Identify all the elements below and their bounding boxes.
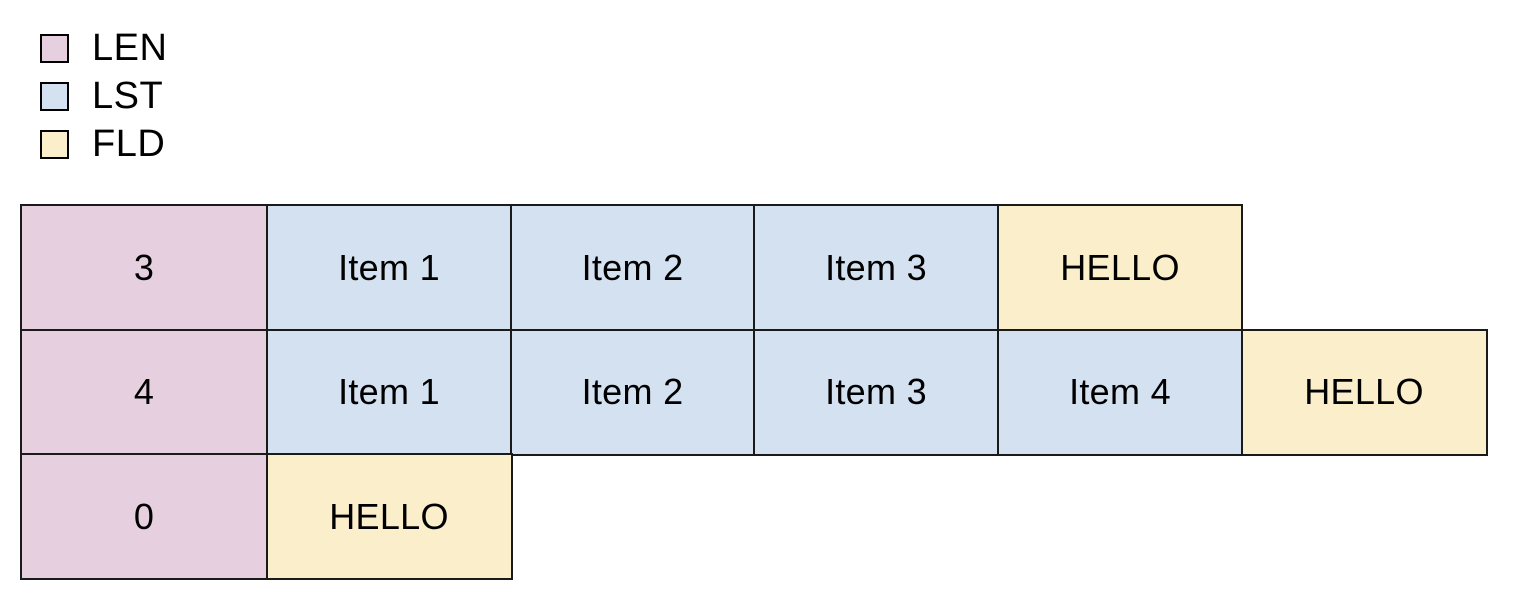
- table-cell-len: 4: [20, 328, 268, 456]
- color-swatch-icon: [40, 129, 69, 159]
- table-cell-lst: Item 2: [510, 204, 755, 331]
- table-cell-lst: Item 2: [510, 328, 755, 456]
- legend-item-len: LEN: [40, 24, 440, 72]
- table-cell-fld: HELLO: [997, 204, 1243, 331]
- table-cell-lst: Item 3: [752, 204, 1000, 331]
- table-cell-lst: Item 1: [265, 328, 513, 456]
- legend-item-label: LST: [92, 75, 164, 117]
- table-cell-fld: HELLO: [265, 453, 513, 580]
- table-cell-lst: Item 1: [265, 204, 513, 331]
- table-cell-len: 3: [20, 204, 268, 331]
- color-swatch-icon: [40, 81, 69, 111]
- color-swatch-icon: [40, 33, 69, 63]
- legend-item-label: LEN: [92, 27, 168, 69]
- legend-item-label: FLD: [92, 123, 166, 165]
- table-cell-fld: HELLO: [1240, 328, 1488, 456]
- table-cell-len: 0: [20, 453, 268, 580]
- legend-item-lst: LST: [40, 72, 440, 120]
- legend: LEN LST FLD: [40, 24, 440, 168]
- legend-item-fld: FLD: [40, 120, 440, 168]
- table-cell-lst: Item 4: [997, 328, 1243, 456]
- table-cell-lst: Item 3: [752, 328, 1000, 456]
